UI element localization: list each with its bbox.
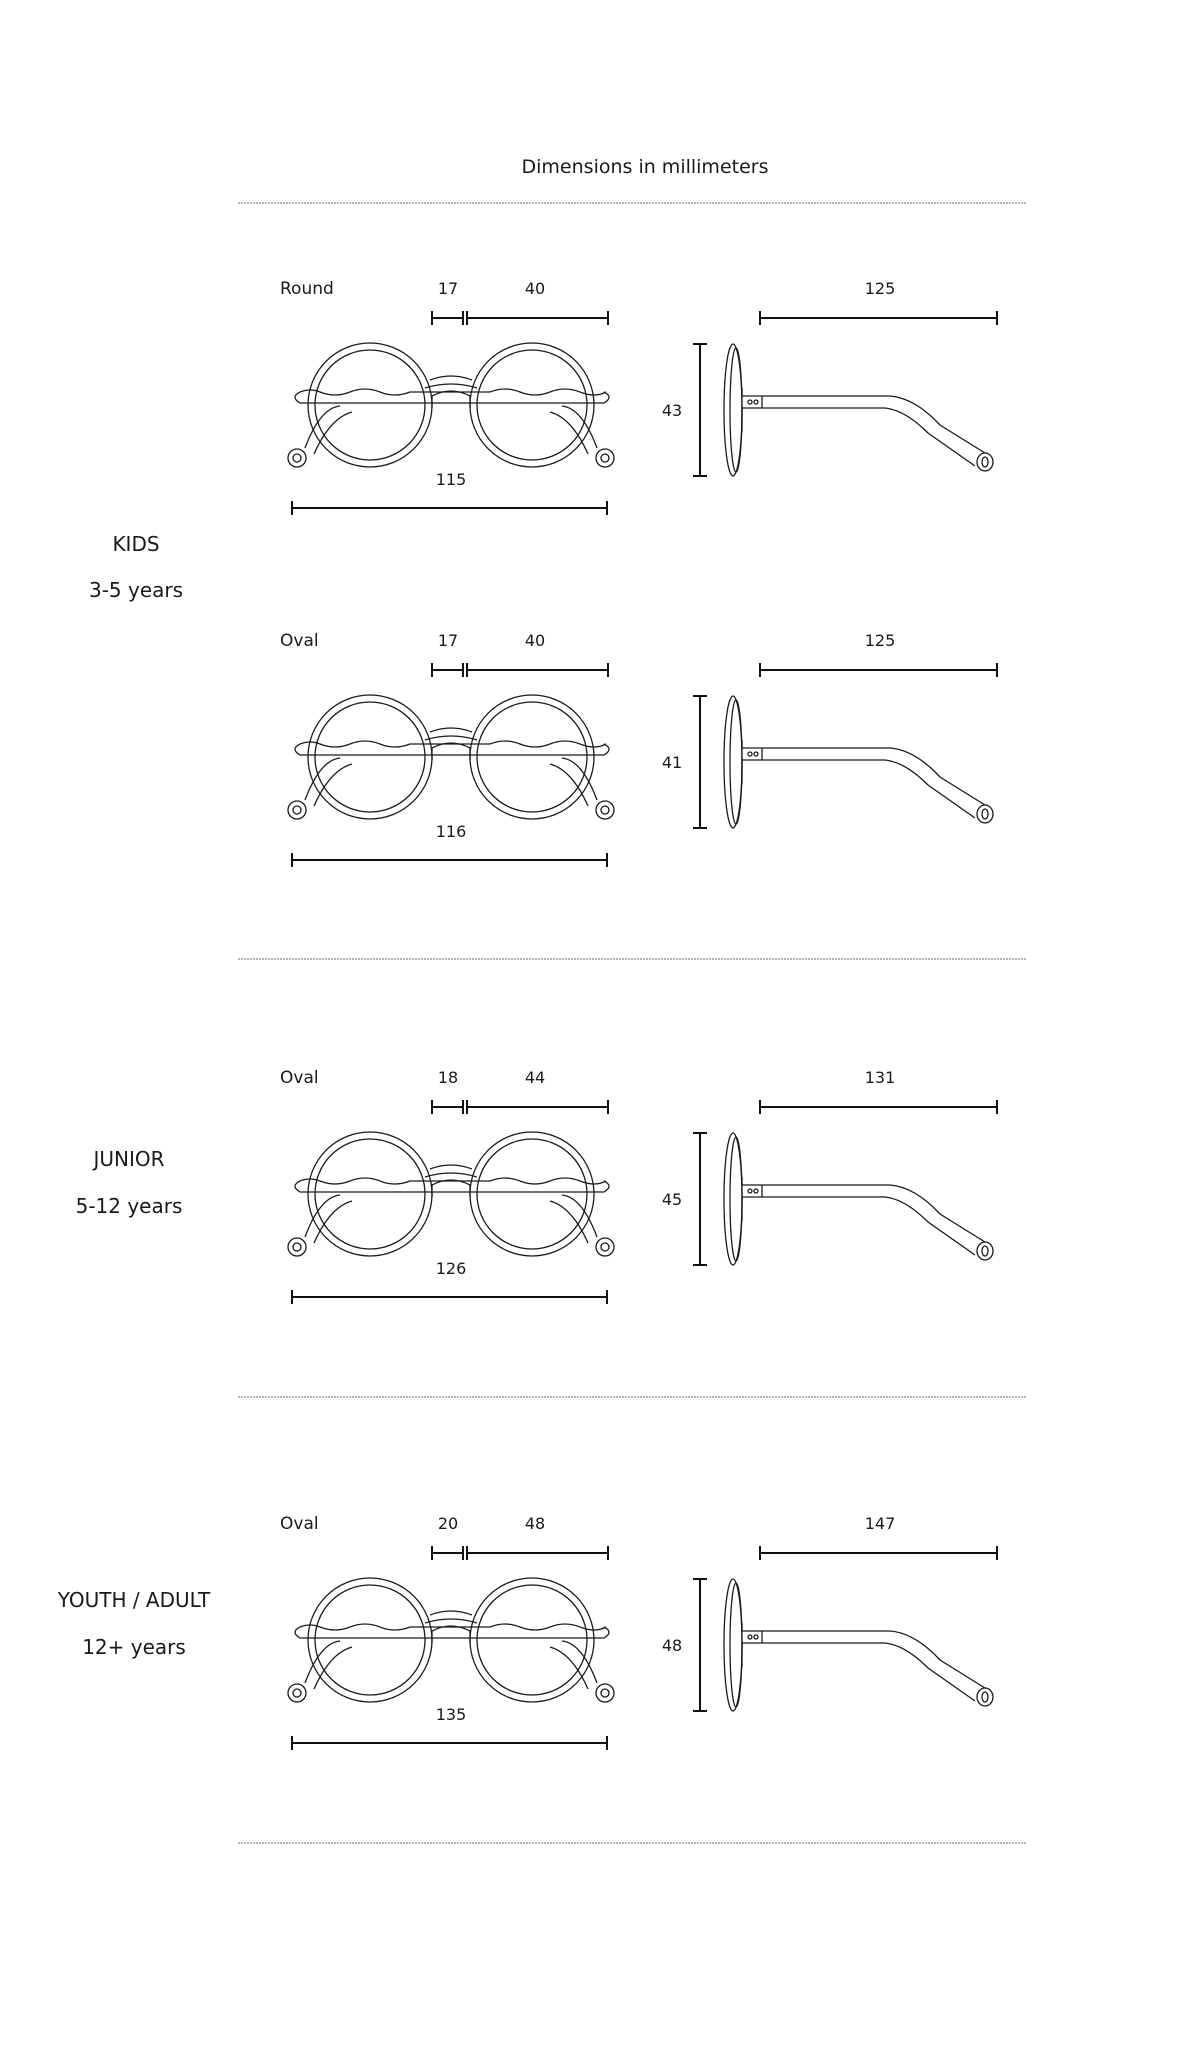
lens-width-label: 44	[525, 1068, 545, 1087]
bridge-dimension-bar	[431, 311, 464, 325]
section-name: JUNIOR	[91, 1147, 164, 1171]
lens-height-label: 41	[662, 753, 682, 772]
lens-dimension-bar	[466, 1100, 609, 1114]
glasses-side-view	[723, 1578, 994, 1712]
temple-length-label: 147	[865, 1514, 896, 1533]
shape-label: Oval	[280, 1068, 319, 1088]
total-width-dimension-bar	[291, 1290, 608, 1304]
model-oval-2: Oval 18 44 126 131 45	[280, 1068, 998, 1304]
lens-height-label: 43	[662, 401, 682, 420]
temple-dimension-bar	[759, 663, 998, 677]
temple-length-label: 125	[865, 279, 896, 298]
bridge-dimension-bar	[431, 1100, 464, 1114]
temple-dimension-bar	[759, 311, 998, 325]
lens-width-label: 48	[525, 1514, 545, 1533]
height-dimension-bar	[693, 1132, 707, 1266]
section-age: 12+ years	[82, 1635, 186, 1659]
lens-height-label: 45	[662, 1190, 682, 1209]
total-width-label: 116	[436, 822, 467, 841]
model-oval-1: Oval 17 40 116 125 41	[280, 631, 998, 867]
section-name: YOUTH / ADULT	[57, 1588, 211, 1612]
bridge-dimension-bar	[431, 1546, 464, 1560]
glasses-front-view	[287, 1131, 615, 1257]
bridge-width-label: 20	[438, 1514, 458, 1533]
glasses-side-view	[723, 695, 994, 829]
section-age: 5-12 years	[76, 1194, 183, 1218]
lens-height-label: 48	[662, 1636, 682, 1655]
bridge-width-label: 17	[438, 631, 458, 650]
model-round-0: Round 17 40 115 125 43	[280, 279, 998, 515]
section-junior: JUNIOR 5-12 years	[76, 1147, 183, 1218]
bridge-width-label: 18	[438, 1068, 458, 1087]
height-dimension-bar	[693, 343, 707, 477]
section-kids: KIDS 3-5 years	[89, 532, 183, 602]
total-width-dimension-bar	[291, 501, 608, 515]
total-width-label: 126	[436, 1259, 467, 1278]
section-youth-adult: YOUTH / ADULT 12+ years	[57, 1588, 211, 1659]
lens-dimension-bar	[466, 663, 609, 677]
glasses-front-view	[287, 1577, 615, 1703]
total-width-dimension-bar	[291, 1736, 608, 1750]
height-dimension-bar	[693, 1578, 707, 1712]
glasses-side-view	[723, 1132, 994, 1266]
temple-dimension-bar	[759, 1100, 998, 1114]
glasses-front-view	[287, 694, 615, 820]
temple-dimension-bar	[759, 1546, 998, 1560]
section-name: KIDS	[112, 532, 159, 556]
shape-label: Round	[280, 279, 334, 299]
total-width-dimension-bar	[291, 853, 608, 867]
total-width-label: 115	[436, 470, 467, 489]
shape-label: Oval	[280, 1514, 319, 1534]
glasses-side-view	[723, 343, 994, 477]
bridge-width-label: 17	[438, 279, 458, 298]
temple-length-label: 131	[865, 1068, 896, 1087]
page-title: Dimensions in millimeters	[522, 156, 769, 178]
lens-width-label: 40	[525, 279, 545, 298]
shape-label: Oval	[280, 631, 319, 651]
temple-length-label: 125	[865, 631, 896, 650]
lens-width-label: 40	[525, 631, 545, 650]
lens-dimension-bar	[466, 311, 609, 325]
model-oval-3: Oval 20 48 135 147 48	[280, 1514, 998, 1750]
bridge-dimension-bar	[431, 663, 464, 677]
section-age: 3-5 years	[89, 578, 183, 602]
height-dimension-bar	[693, 695, 707, 829]
lens-dimension-bar	[466, 1546, 609, 1560]
glasses-front-view	[287, 342, 615, 468]
total-width-label: 135	[436, 1705, 467, 1724]
